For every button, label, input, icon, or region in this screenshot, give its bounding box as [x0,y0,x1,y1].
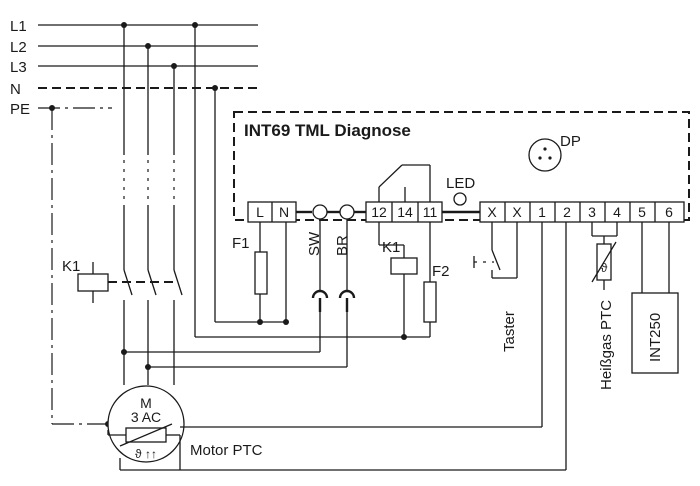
label-dp: DP [560,133,581,150]
terminal-block-ln: L N [247,201,297,223]
device-outline [233,111,690,221]
terminal-sw [312,204,328,220]
terminal-x2: X [512,204,522,220]
terminal-4: 4 [613,204,621,220]
dp-connector: DP [528,133,581,172]
terminal-l: L [256,204,264,220]
relay-coil-k1 [390,257,418,275]
int250-module [631,292,679,374]
label-l1: L1 [10,18,27,35]
label-motor-type: 3 AC [131,409,161,425]
led-indicator [453,192,467,206]
terminal-block-main: X X 1 2 3 4 5 6 [479,201,685,223]
label-motor-m: M [140,395,152,411]
label-f2: F2 [432,263,450,280]
junction-br-tap [145,364,151,370]
label-sw: SW [306,231,323,256]
terminal-3: 3 [588,204,596,220]
label-pe: PE [10,101,30,118]
label-heissgas-ptc: Heißgas PTC [598,300,615,390]
terminal-5: 5 [638,204,646,220]
device-title: INT69 TML Diagnose [244,121,411,140]
label-taster: Taster [501,311,518,352]
terminal-n: N [279,204,289,220]
label-n: N [10,81,21,98]
contactor-k1: K1 [62,258,183,385]
terminal-14: 14 [397,204,413,220]
junction-f1 [257,319,263,325]
label-motor-ptc: Motor PTC [190,442,263,459]
label-motor-ptc-symbol: ϑ ↑↑ [135,447,157,461]
terminal-6: 6 [665,204,673,220]
terminal-block-relay: 12 14 11 [365,201,443,223]
taster-switch [473,222,518,279]
phase-drops [123,25,175,270]
heissgas-ptc: ϑ [591,222,618,290]
terminal-2: 2 [563,204,571,220]
connector-sw [311,289,329,299]
label-br: BR [334,235,351,256]
contactor-coil [77,273,109,292]
label-k1-relay: K1 [382,239,400,256]
fuse-f1 [254,251,268,295]
terminal-11: 11 [423,204,438,220]
motor: M 3 AC ϑ ↑↑ Motor PTC [107,385,263,463]
label-int250: INT250 [647,313,664,362]
terminal-br [339,204,355,220]
terminal-1: 1 [538,204,546,220]
junction-sw-tap [121,349,127,355]
terminal-x1: X [487,204,497,220]
label-l3: L3 [10,59,27,76]
label-heissgas-symbol: ϑ [601,261,608,275]
supply-lines: L1 L2 L3 N PE [10,18,258,118]
label-f1: F1 [232,235,250,252]
connector-br [338,289,356,299]
junction-n-term [283,319,289,325]
label-led: LED [446,175,475,192]
label-k1-contactor: K1 [62,258,80,275]
label-l2: L2 [10,39,27,56]
fuse-f2 [423,281,437,323]
terminal-12: 12 [371,204,387,220]
relay-contact [378,164,431,202]
